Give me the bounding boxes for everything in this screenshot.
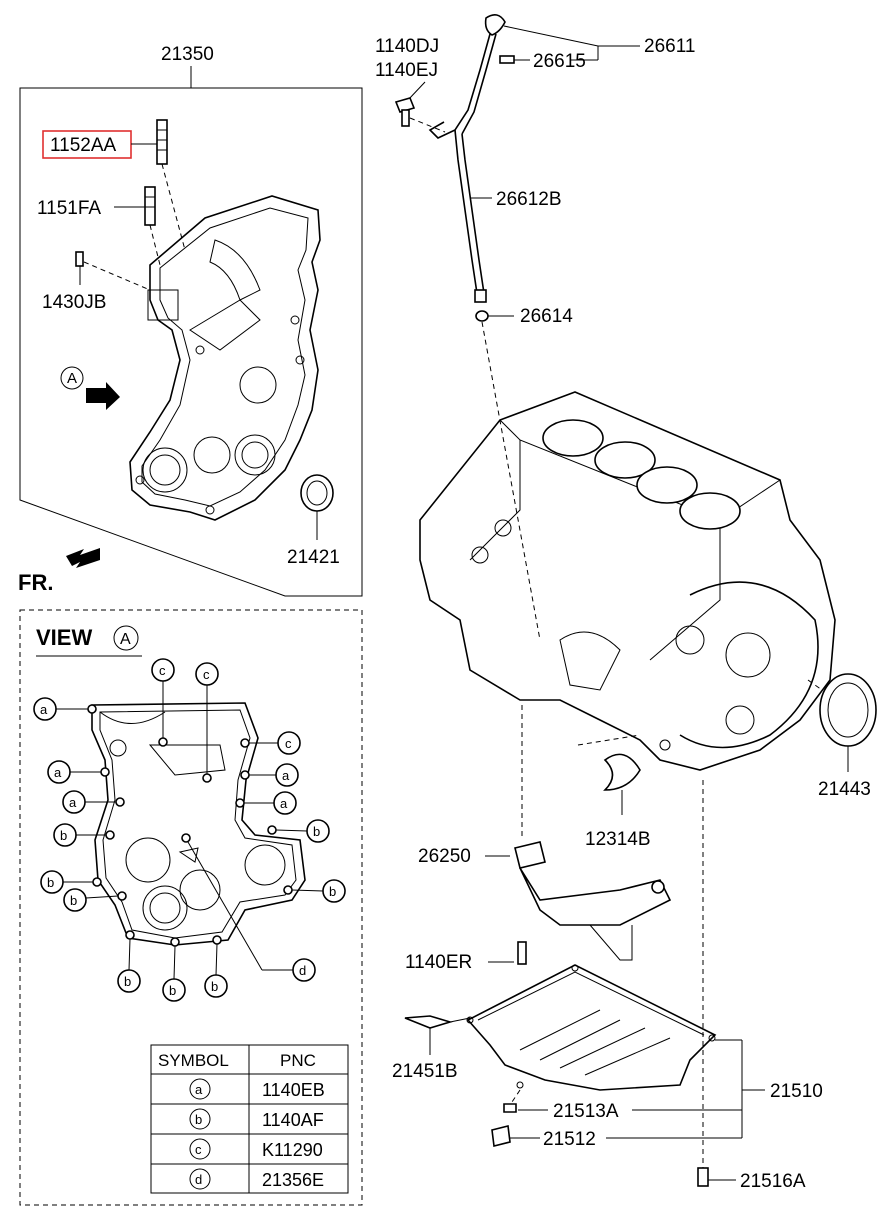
view-a-title: VIEW	[36, 625, 92, 650]
callout-1152AA[interactable]: 1152AA	[50, 135, 117, 156]
table-symbol: d	[195, 1172, 202, 1187]
oil-strainer: 26250 1140ER	[405, 705, 672, 973]
callout-26612B[interactable]: 26612B	[496, 189, 562, 210]
table-symbol: a	[195, 1082, 203, 1097]
callout-12314B[interactable]: 12314B	[585, 829, 651, 850]
svg-text:a: a	[54, 765, 62, 780]
front-direction: FR.	[18, 548, 100, 595]
svg-text:b: b	[211, 979, 218, 994]
cylinder-block	[419, 391, 836, 771]
table-symbol: c	[195, 1142, 202, 1157]
table-pnc[interactable]: K11290	[262, 1140, 323, 1160]
callout-1430JB[interactable]: 1430JB	[42, 292, 106, 313]
symbol-table: SYMBOL PNC a 1140EB b 1140AF c K11290 d …	[150, 1044, 349, 1194]
view-a-box	[19, 609, 363, 1206]
callout-26611[interactable]: 26611	[644, 36, 695, 57]
callout-21512[interactable]: 21512	[543, 1129, 596, 1150]
timing-cover	[129, 195, 321, 521]
cover-group-box	[19, 87, 363, 597]
svg-text:c: c	[203, 667, 210, 682]
dipstick-group: 1140DJ 1140EJ 26611 26615 26612B 26614	[375, 14, 695, 641]
callout-21451B[interactable]: 21451B	[392, 1061, 458, 1082]
table-header-pnc: PNC	[280, 1051, 316, 1070]
svg-text:b: b	[169, 983, 176, 998]
svg-text:b: b	[329, 884, 336, 899]
table-symbol: b	[195, 1112, 202, 1127]
svg-text:a: a	[40, 702, 48, 717]
svg-text:b: b	[47, 875, 54, 890]
callout-21350[interactable]: 21350	[161, 44, 214, 65]
view-a-panel: VIEW A	[19, 609, 363, 1206]
callout-26615[interactable]: 26615	[533, 51, 586, 72]
callout-21510[interactable]: 21510	[770, 1081, 823, 1102]
svg-text:b: b	[70, 893, 77, 908]
svg-text:c: c	[159, 663, 166, 678]
view-a-arrow	[86, 382, 120, 410]
table-header-symbol: SYMBOL	[158, 1051, 229, 1070]
svg-text:b: b	[313, 824, 320, 839]
view-a-marker: A	[120, 631, 131, 648]
bearing: 12314B	[577, 734, 651, 850]
table-pnc[interactable]: 21356E	[262, 1170, 324, 1190]
callout-1140ER[interactable]: 1140ER	[405, 952, 472, 973]
callout-1140EJ[interactable]: 1140EJ	[375, 60, 438, 81]
svg-text:a: a	[280, 796, 288, 811]
view-a-bolts	[87, 704, 293, 947]
callout-26614[interactable]: 26614	[520, 306, 573, 327]
svg-text:a: a	[282, 768, 290, 783]
callout-21443[interactable]: 21443	[818, 779, 871, 800]
rear-seal: 21443	[807, 673, 877, 800]
cover-group: 21350 1152AA 1151FA 1430JB A	[19, 44, 363, 597]
front-label: FR.	[18, 570, 53, 595]
callout-21516A[interactable]: 21516A	[740, 1171, 806, 1192]
callout-1140DJ[interactable]: 1140DJ	[375, 36, 439, 57]
svg-text:d: d	[299, 963, 306, 978]
svg-text:c: c	[285, 736, 292, 751]
view-a-marker-top: A	[67, 370, 77, 387]
front-arrow	[66, 548, 100, 568]
table-pnc[interactable]: 1140EB	[262, 1080, 325, 1100]
callout-1151FA[interactable]: 1151FA	[37, 198, 101, 219]
svg-text:a: a	[69, 795, 77, 810]
svg-text:b: b	[60, 828, 67, 843]
svg-text:b: b	[124, 974, 131, 989]
callout-26250[interactable]: 26250	[418, 846, 471, 867]
callout-21421[interactable]: 21421	[287, 547, 340, 568]
callout-21513A[interactable]: 21513A	[553, 1101, 619, 1122]
table-pnc[interactable]: 1140AF	[262, 1110, 324, 1130]
oil-pan: 21451B 21510 21513A 21512 21516A	[392, 780, 823, 1192]
view-a-letters: a a a a a b b b b b b b b	[33, 658, 346, 1002]
